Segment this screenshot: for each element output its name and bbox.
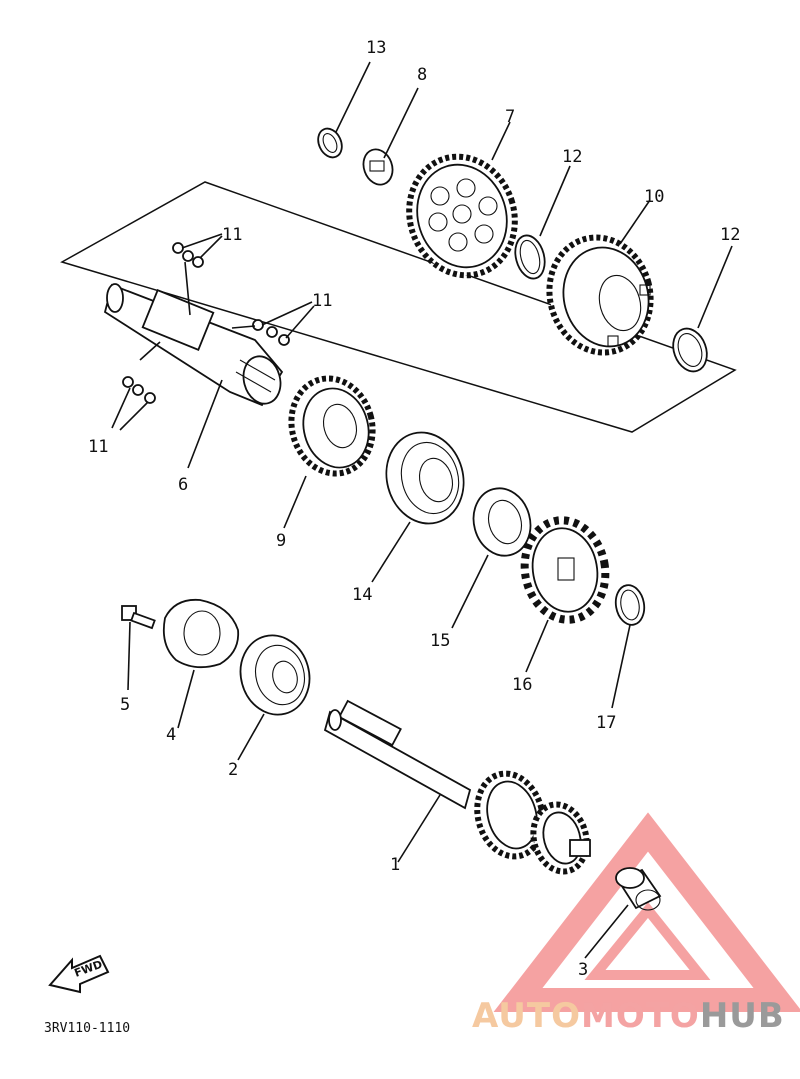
label-11-left: 11 xyxy=(88,437,108,457)
part-17-circlip xyxy=(614,584,646,626)
part-14-bearing xyxy=(385,431,465,525)
fwd-arrow-icon: FWD xyxy=(48,954,110,994)
label-10: 10 xyxy=(644,187,664,207)
part-number-labels: 13 8 7 12 10 12 11 11 11 6 9 14 15 16 17… xyxy=(88,38,740,980)
label-9: 9 xyxy=(276,531,286,551)
label-14: 14 xyxy=(352,585,372,605)
svg-text:AUTOMOTOHUB: AUTOMOTOHUB xyxy=(472,996,785,1036)
part-12-circlip-upper xyxy=(514,234,546,280)
part-6-axle xyxy=(103,283,284,407)
part-9-gear xyxy=(288,375,376,477)
label-3: 3 xyxy=(578,960,588,980)
drawing-code: 3RV110-1110 xyxy=(44,1021,130,1036)
subassembly-frame xyxy=(60,181,737,433)
part-4-plate xyxy=(162,598,240,669)
label-11-middle: 11 xyxy=(312,291,332,311)
watermark-triangle xyxy=(493,812,800,1012)
label-12-right: 12 xyxy=(720,225,740,245)
part-16-sprocket xyxy=(520,516,610,624)
label-5: 5 xyxy=(120,695,130,715)
label-17: 17 xyxy=(596,713,616,733)
label-13: 13 xyxy=(366,38,386,58)
part-15-oil-seal xyxy=(472,487,532,557)
label-7: 7 xyxy=(505,107,515,127)
label-2: 2 xyxy=(228,760,238,780)
label-15: 15 xyxy=(430,631,450,651)
label-16: 16 xyxy=(512,675,532,695)
label-1: 1 xyxy=(390,855,400,875)
part-7-gear xyxy=(406,153,518,279)
watermark-logo: AUTOMOTOHUB xyxy=(472,996,785,1036)
watermark-auto: AUTO xyxy=(472,996,581,1036)
watermark-moto: MOTO xyxy=(581,996,700,1036)
label-4: 4 xyxy=(166,725,176,745)
part-3-collar xyxy=(615,867,662,911)
label-11-top: 11 xyxy=(222,225,242,245)
part-12-circlip-right xyxy=(672,327,708,373)
part-2-bearing xyxy=(239,634,311,716)
part-11-balls-top xyxy=(172,242,204,268)
label-12-upper: 12 xyxy=(562,147,582,167)
part-10-gear xyxy=(546,234,654,356)
label-8: 8 xyxy=(417,65,427,85)
part-5-bolt xyxy=(121,605,156,630)
label-6: 6 xyxy=(178,475,188,495)
part-8-washer xyxy=(362,148,394,186)
part-11-balls-left xyxy=(122,376,156,404)
part-1-countershaft xyxy=(323,699,591,875)
part-13-circlip xyxy=(317,127,343,159)
watermark-hub: HUB xyxy=(700,996,785,1036)
